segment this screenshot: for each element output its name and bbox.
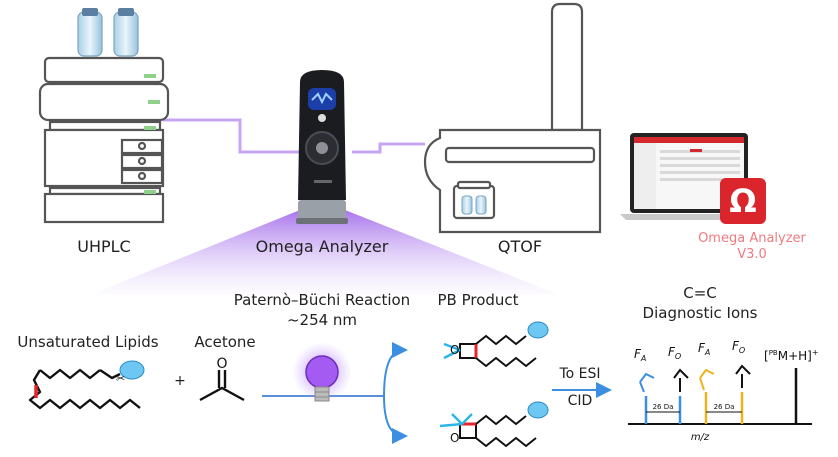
svg-text:O: O	[450, 343, 459, 357]
svg-text:O: O	[216, 356, 227, 372]
software-version-label: V3.0	[737, 247, 767, 262]
svg-text:✂: ✂	[116, 372, 125, 385]
uv-lamp-icon	[292, 342, 352, 402]
cid-label: CID	[568, 393, 593, 409]
light-beam	[90, 210, 560, 295]
mz-axis-label: m/z	[691, 432, 710, 443]
uhplc-to-omega-line	[163, 118, 304, 154]
fo-label-1: FO	[668, 345, 681, 361]
fo-label-2: FO	[732, 339, 745, 355]
spectrum-title-line2: Diagnostic Ions	[643, 304, 758, 322]
uhplc-label: UHPLC	[77, 237, 130, 256]
fa-label-1: FA	[634, 347, 646, 363]
omega-to-qtof-line	[352, 142, 425, 154]
delta-label-2: 26 Da	[714, 403, 735, 411]
qtof-instrument	[423, 2, 602, 234]
pb-product-2-structure: O	[439, 401, 549, 448]
acetone-structure-icon	[199, 370, 245, 402]
omega-analyzer-label: Omega Analyzer	[256, 237, 389, 256]
fa-label-2: FA	[698, 341, 710, 357]
software-name-label: Omega Analyzer	[698, 231, 806, 246]
branch-arrow-down	[383, 395, 408, 444]
qtof-label: QTOF	[498, 237, 542, 256]
svg-text:O: O	[450, 431, 459, 445]
mass-spectrum	[628, 364, 812, 425]
delta-label-1: 26 Da	[653, 403, 674, 411]
solvent-bottle-2-icon	[113, 11, 139, 57]
wavelength-label: ~254 nm	[287, 311, 357, 329]
spectrum-title-line1: C=C	[683, 284, 717, 302]
acetone-label: Acetone	[194, 333, 255, 351]
precursor-label: [PBM+H]+	[764, 348, 819, 363]
uhplc-instrument	[38, 8, 170, 224]
pb-product-label: PB Product	[437, 291, 518, 309]
to-esi-label: To ESI	[558, 366, 600, 382]
plus-sign: +	[174, 373, 186, 389]
svg-text:Ω: Ω	[729, 182, 756, 220]
branch-arrow-up	[383, 342, 408, 397]
reaction-name-label: Paternò–Büchi Reaction	[234, 291, 410, 309]
omega-analyzer-device	[296, 70, 348, 224]
solvent-bottle-1-icon	[77, 11, 103, 57]
laptop-software-icon: Ω	[620, 133, 766, 224]
unsaturated-lipids-label: Unsaturated Lipids	[17, 333, 158, 351]
pb-product-1-structure: O	[443, 321, 549, 368]
